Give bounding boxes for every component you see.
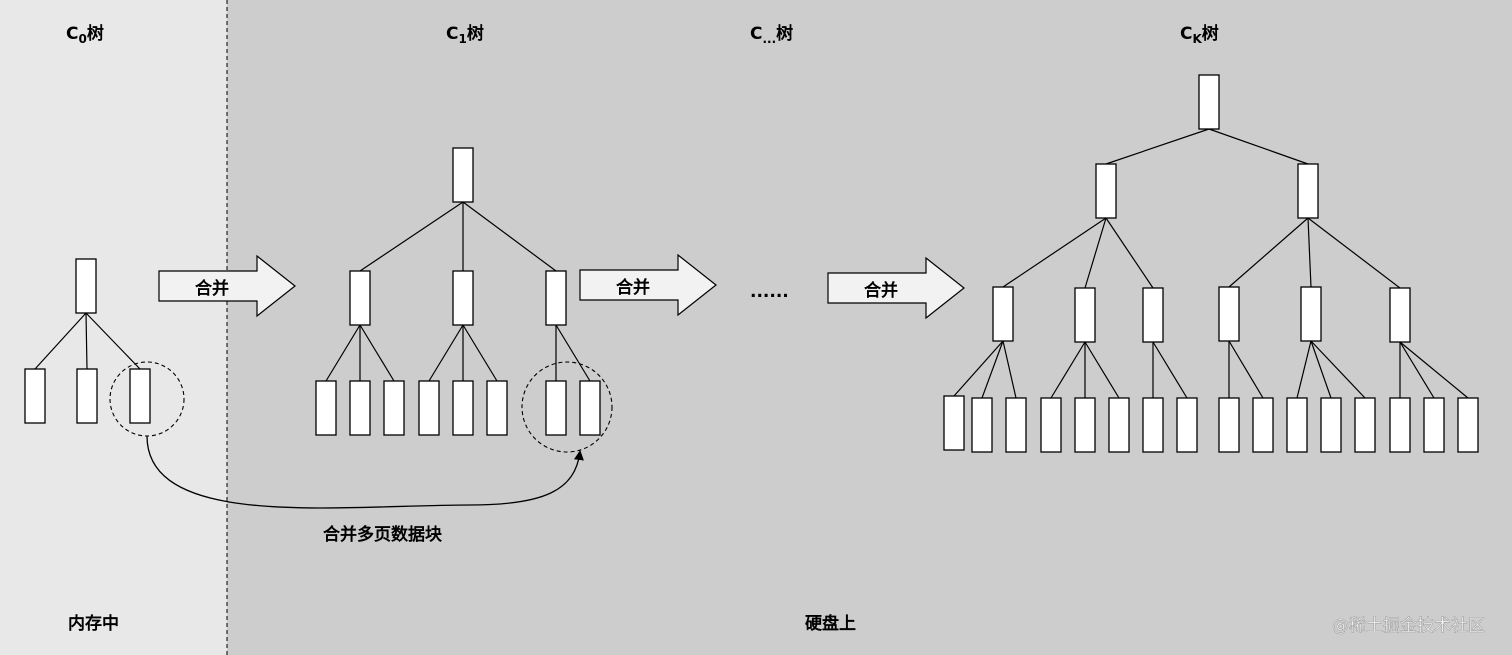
tree-edge — [1002, 340, 1017, 399]
tree-edge — [325, 324, 361, 382]
tree-node-c0-leaf-2 — [129, 368, 151, 424]
tree-edge — [1399, 341, 1435, 399]
tree-node-c1-leaf-0-2 — [383, 380, 405, 436]
tree-node-ck-leaf-2-1 — [1176, 397, 1198, 453]
tree-node-c1-leaf-0-0 — [315, 380, 337, 436]
tree-edge — [1310, 340, 1366, 399]
merge-arrow-shape — [158, 254, 296, 318]
tree-node-ck-leaf-3-1 — [1252, 397, 1274, 453]
tree-node-ck-leaf-4-0 — [1286, 397, 1308, 453]
tree-node-ck-leaf-4-1 — [1320, 397, 1342, 453]
tree-node-ck-root — [1198, 74, 1220, 130]
tree-edge — [428, 324, 464, 382]
merge-arrow-shape — [579, 253, 717, 317]
tree-node-ck-l2-1 — [1297, 163, 1319, 219]
tree-edge — [85, 312, 88, 370]
tree-node-c1-mid-2 — [545, 270, 567, 326]
disk-region — [227, 0, 1512, 655]
tree-edge — [981, 340, 1004, 399]
tree-edge — [462, 201, 557, 272]
tree-edge — [359, 324, 395, 382]
tree-node-ck-leaf-5-2 — [1457, 397, 1479, 453]
tree-node-c1-leaf-0-1 — [349, 380, 371, 436]
tree-nodes — [24, 74, 1479, 453]
tree-edge — [85, 312, 141, 370]
tree-node-ck-leaf-0-1 — [971, 397, 993, 453]
tree-node-ck-leaf-0-2 — [1005, 397, 1027, 453]
tree-node-c1-root — [452, 147, 474, 203]
c1-merged-leaves-circle — [521, 361, 613, 453]
c-mid-tree-title: C...树 — [750, 24, 793, 46]
tree-edge — [34, 312, 87, 370]
merge-arrow-label: 合并 — [864, 280, 898, 301]
tree-node-c0-root — [75, 258, 97, 314]
tree-node-ck-leaf-4-2 — [1354, 397, 1376, 453]
merge-arrow-label: 合并 — [616, 277, 650, 298]
memory-label: 内存中 — [68, 613, 119, 634]
tree-edges — [34, 128, 1469, 399]
tree-edge — [1084, 341, 1120, 399]
tree-node-ck-leaf-5-1 — [1423, 397, 1445, 453]
tree-node-ck-l2-0 — [1095, 163, 1117, 219]
disk-label: 硬盘上 — [805, 613, 856, 634]
merge-pages-label: 合并多页数据块 — [323, 524, 443, 545]
tree-edge — [1105, 128, 1210, 165]
tree-node-ck-leaf-2-0 — [1142, 397, 1164, 453]
tree-edge — [1002, 217, 1107, 288]
tree-node-ck-l3-5 — [1389, 287, 1411, 343]
tree-node-c1-leaf-1-1 — [452, 380, 474, 436]
ck-tree-title: CK树 — [1180, 24, 1219, 46]
tree-edge — [462, 324, 498, 382]
tree-node-c1-leaf-1-2 — [486, 380, 508, 436]
tree-edge — [1296, 340, 1312, 399]
tree-node-ck-leaf-1-1 — [1074, 397, 1096, 453]
tree-edge — [1084, 217, 1107, 289]
tree-node-ck-leaf-0-0 — [943, 395, 965, 451]
tree-node-ck-l3-0 — [992, 286, 1014, 342]
tree-edge — [1307, 217, 1312, 288]
tree-edge — [1228, 340, 1264, 399]
tree-edge — [1152, 341, 1188, 399]
ellipsis: ...... — [750, 282, 789, 302]
tree-node-ck-leaf-3-0 — [1218, 397, 1240, 453]
tree-node-c1-mid-1 — [452, 270, 474, 326]
tree-node-ck-leaf-1-0 — [1040, 397, 1062, 453]
tree-edge — [1307, 217, 1401, 289]
tree-edge — [953, 340, 1004, 397]
tree-edge — [1399, 341, 1469, 399]
merge-arrow-shape — [827, 256, 965, 320]
merge-arrow-cmid-ck: 合并 — [827, 256, 965, 320]
tree-edge — [1208, 128, 1309, 165]
tree-node-ck-l3-3 — [1218, 286, 1240, 342]
tree-edge — [359, 201, 464, 272]
tree-node-ck-l3-1 — [1074, 287, 1096, 343]
tree-node-ck-l3-4 — [1300, 286, 1322, 342]
tree-edge — [1228, 217, 1309, 288]
tree-node-ck-l3-2 — [1142, 287, 1164, 343]
tree-node-c0-leaf-1 — [76, 368, 98, 424]
merge-arrow-c0-c1: 合并 — [158, 254, 296, 318]
tree-node-ck-leaf-1-2 — [1108, 397, 1130, 453]
memory-region — [0, 0, 227, 655]
merge-arrow-c1-cmid: 合并 — [579, 253, 717, 317]
merge-arrow-label: 合并 — [195, 278, 229, 299]
tree-node-c1-mid-0 — [349, 270, 371, 326]
tree-edge — [1105, 217, 1154, 289]
tree-edge — [1310, 340, 1332, 399]
merge-pages-arrow — [146, 435, 584, 509]
tree-node-c1-leaf-1-0 — [418, 380, 440, 436]
c1-tree-title: C1树 — [446, 24, 484, 46]
tree-node-c0-leaf-0 — [24, 368, 46, 424]
c0-tree-title: C0树 — [66, 24, 104, 46]
tree-node-c1-leaf-2-1 — [579, 380, 601, 436]
tree-edge — [1050, 341, 1086, 399]
tree-node-ck-leaf-5-0 — [1389, 397, 1411, 453]
tree-node-c1-leaf-2-0 — [545, 380, 567, 436]
watermark: @稀土掘金技术社区 — [1332, 616, 1485, 636]
tree-edge — [555, 324, 591, 382]
